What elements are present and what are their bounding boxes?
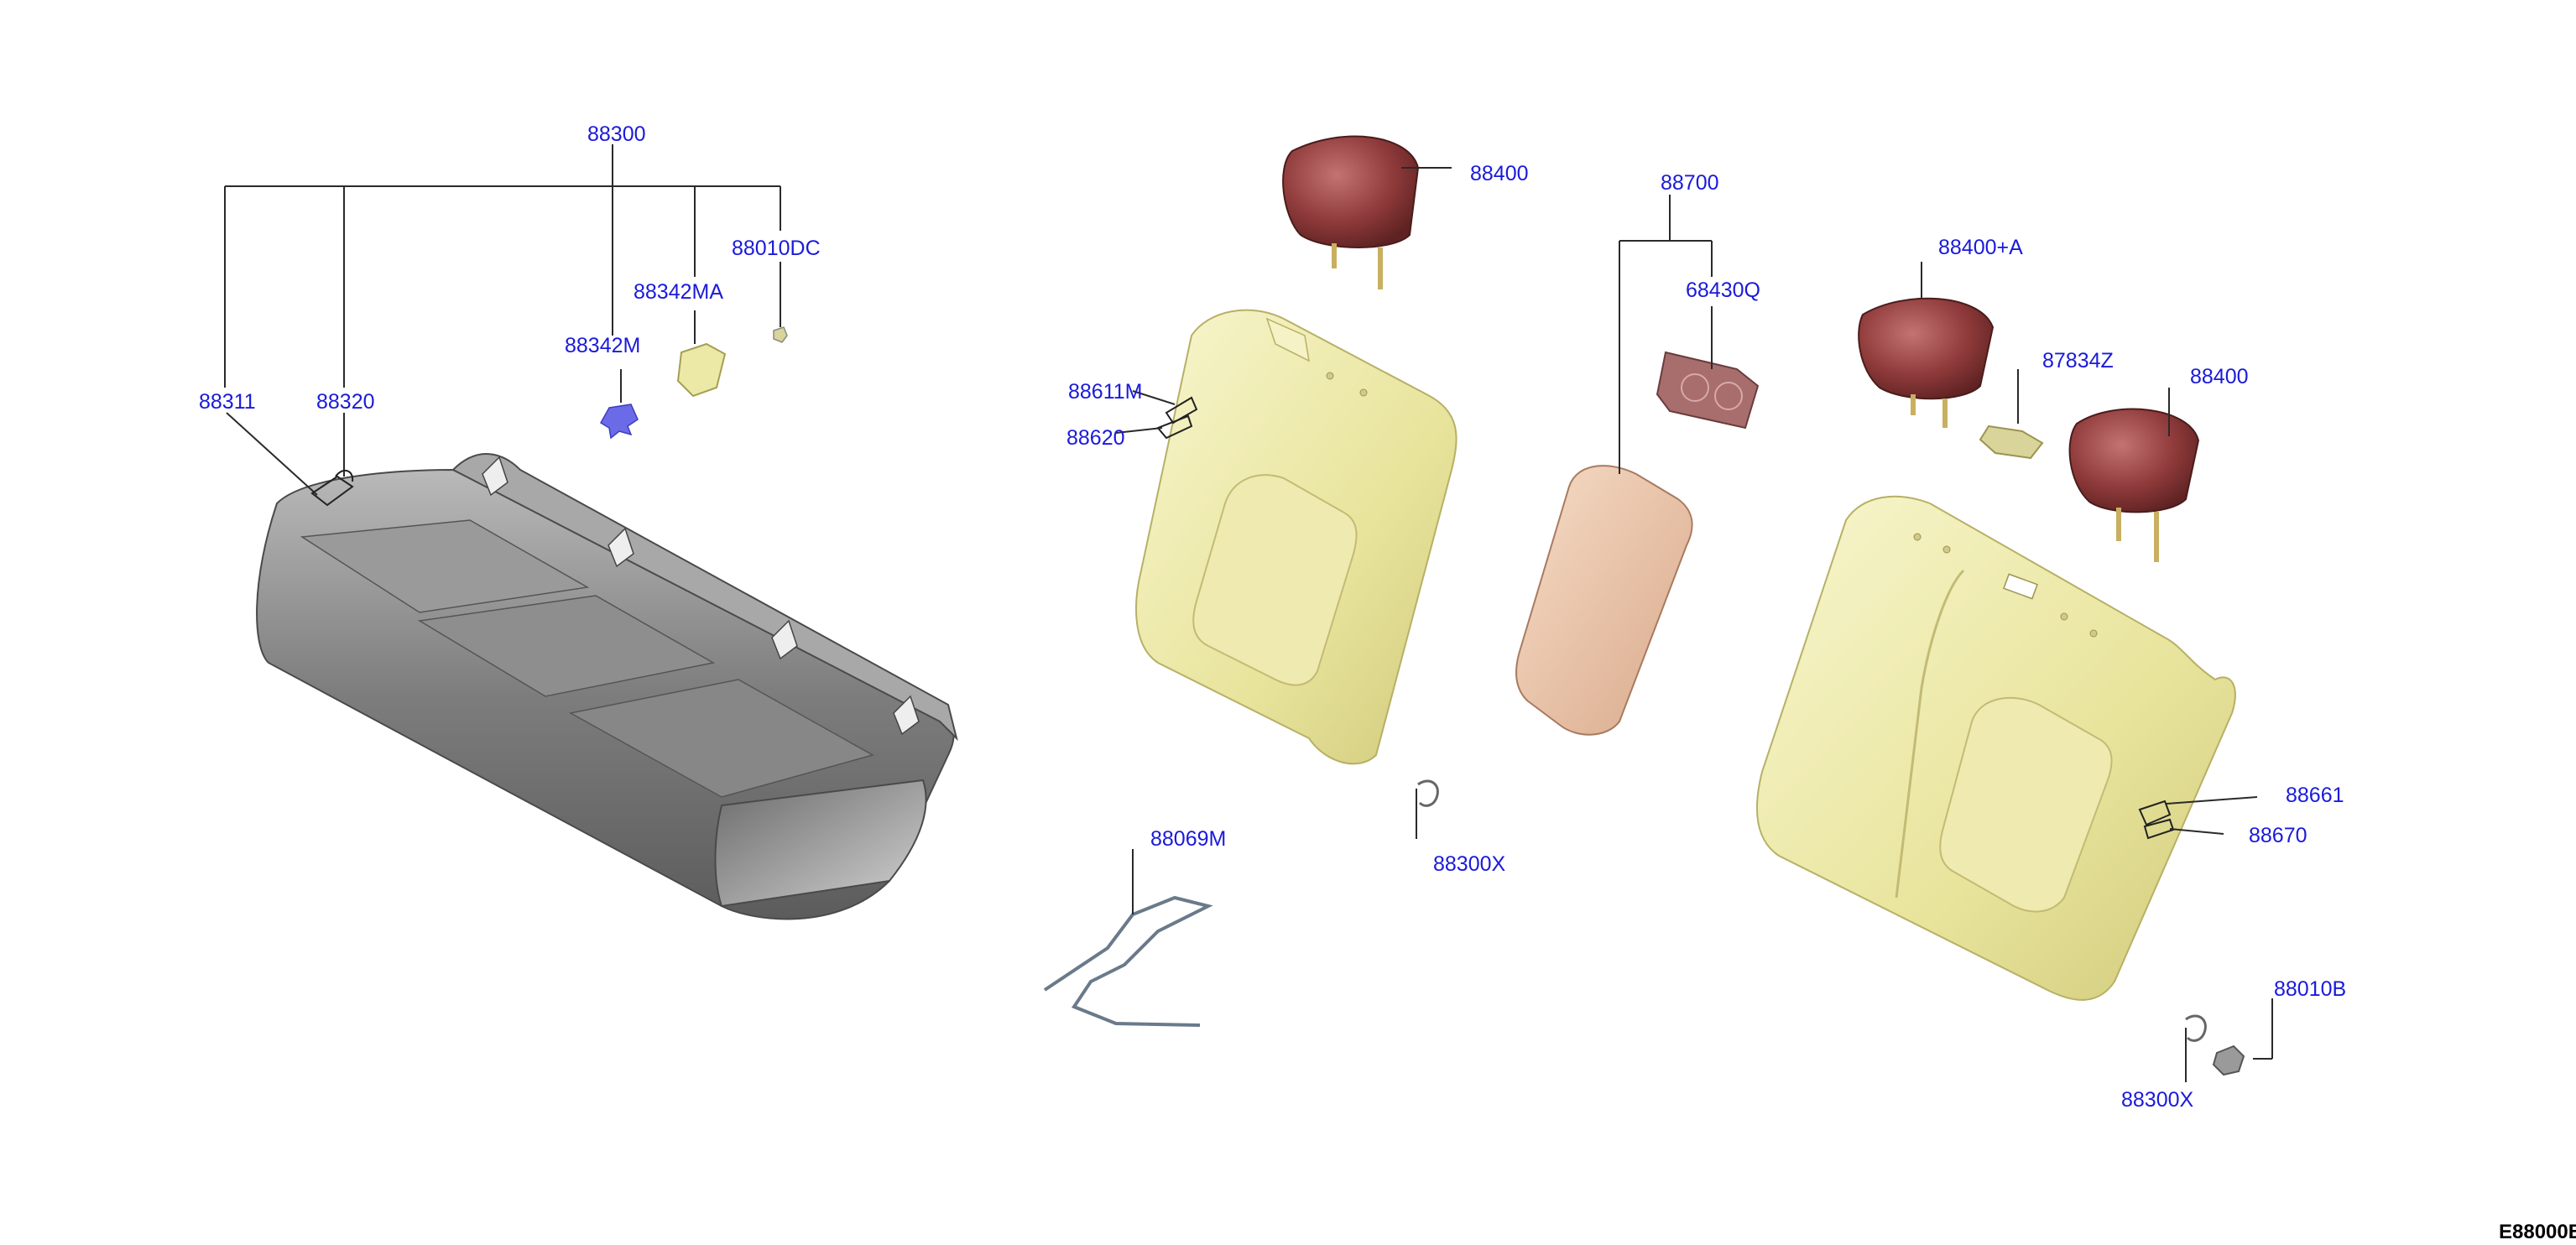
leader-group-88300 xyxy=(224,144,781,496)
headrest-right-a-assembly[interactable] xyxy=(1858,297,1995,428)
seat-belt-slot xyxy=(893,695,920,736)
wire-frame-88069M[interactable] xyxy=(1043,895,1213,1027)
callout-88620[interactable]: 88620 xyxy=(1066,426,1125,450)
headrest-right-b xyxy=(2068,408,2200,513)
callout-88611M[interactable]: 88611M xyxy=(1068,380,1143,404)
seat-belt-slot xyxy=(482,456,508,497)
clip-88010DC[interactable] xyxy=(773,326,788,343)
callout-87834Z[interactable]: 87834Z xyxy=(2042,349,2114,372)
callout-88400-top[interactable]: 88400 xyxy=(1470,162,1529,185)
seat-back-pad-left-flap xyxy=(1265,317,1310,362)
cup-holder-ring xyxy=(1714,382,1743,410)
armrest-assembly[interactable] xyxy=(1515,351,1760,736)
trim-hook-88611M[interactable] xyxy=(1165,396,1198,425)
seat-hook-88320[interactable] xyxy=(310,475,354,507)
headrest-right-b-assembly[interactable] xyxy=(2068,408,2200,562)
pad-hole xyxy=(1326,372,1334,380)
callout-88400-right[interactable]: 88400 xyxy=(2190,365,2249,388)
leader-88661 xyxy=(2166,796,2258,805)
bezel-87834Z[interactable] xyxy=(1979,425,2044,460)
headrest-right-a xyxy=(1858,297,1995,400)
trim-hook-88661[interactable] xyxy=(2138,800,2172,826)
seat-cushion-front-face xyxy=(714,779,927,908)
pad-hole xyxy=(1913,533,1922,541)
callout-88300X-mid[interactable]: 88300X xyxy=(1433,852,1506,876)
seat-cushion-top-panel-center xyxy=(417,595,716,697)
pad-slot xyxy=(2003,573,2038,600)
seat-cushion-rear-ridge xyxy=(451,453,958,742)
seat-cushion-top-panel-right xyxy=(568,679,874,798)
pad-hole xyxy=(2089,629,2098,638)
seat-back-pad-left[interactable] xyxy=(1135,309,1457,765)
callout-88320[interactable]: 88320 xyxy=(316,390,375,414)
pad-hole xyxy=(1359,388,1368,397)
callout-88400A[interactable]: 88400+A xyxy=(1938,236,2023,259)
trim-hook-88620[interactable] xyxy=(1156,414,1193,440)
seat-back-pad-right-divider xyxy=(1895,569,1965,899)
leader-group-88700 xyxy=(1619,195,1713,474)
callout-88311[interactable]: 88311 xyxy=(199,390,256,414)
leader-88670 xyxy=(2169,828,2224,835)
clip-88300X-right[interactable] xyxy=(2185,1014,2207,1042)
pad-hole xyxy=(1942,545,1951,554)
seat-cushion-top-panel-left xyxy=(300,519,590,613)
clip-88342M[interactable] xyxy=(599,404,639,440)
callout-88670[interactable]: 88670 xyxy=(2249,824,2307,847)
seat-back-pad-right-panel xyxy=(1939,696,2113,913)
seat-back-pad-right[interactable] xyxy=(1756,495,2236,1001)
callout-88069M[interactable]: 88069M xyxy=(1150,827,1226,851)
callout-88700[interactable]: 88700 xyxy=(1661,171,1719,195)
seat-back-pad-left-panel xyxy=(1192,474,1358,686)
pad-hole xyxy=(2060,612,2068,621)
cup-holder-ring xyxy=(1681,373,1709,402)
headrest-left xyxy=(1282,135,1420,248)
seat-cushion-assembly[interactable] xyxy=(256,453,958,920)
callout-88300X-right[interactable]: 88300X xyxy=(2121,1088,2194,1112)
armrest xyxy=(1515,465,1693,736)
callout-88661[interactable]: 88661 xyxy=(2286,784,2344,807)
callout-88010DC[interactable]: 88010DC xyxy=(732,237,821,260)
diagram-code: E88000BU xyxy=(2499,1221,2576,1243)
headrest-left-assembly[interactable] xyxy=(1282,135,1420,289)
seat-belt-slot xyxy=(771,619,798,660)
callout-88010B[interactable]: 88010B xyxy=(2274,977,2346,1001)
callout-88300[interactable]: 88300 xyxy=(587,122,646,146)
callout-88342M[interactable]: 88342M xyxy=(565,334,640,357)
bracket-88342MA[interactable] xyxy=(676,342,727,398)
bolt-88010B[interactable] xyxy=(2212,1044,2245,1076)
seat-belt-slot xyxy=(607,527,634,568)
leader-88611M xyxy=(1132,390,1176,405)
callout-68430Q[interactable]: 68430Q xyxy=(1686,279,1760,302)
leader-88620 xyxy=(1115,427,1163,434)
clip-88300X-mid[interactable] xyxy=(1417,779,1439,807)
callout-88342MA[interactable]: 88342MA xyxy=(634,280,723,304)
seat-hook-88320-curl xyxy=(335,469,354,482)
